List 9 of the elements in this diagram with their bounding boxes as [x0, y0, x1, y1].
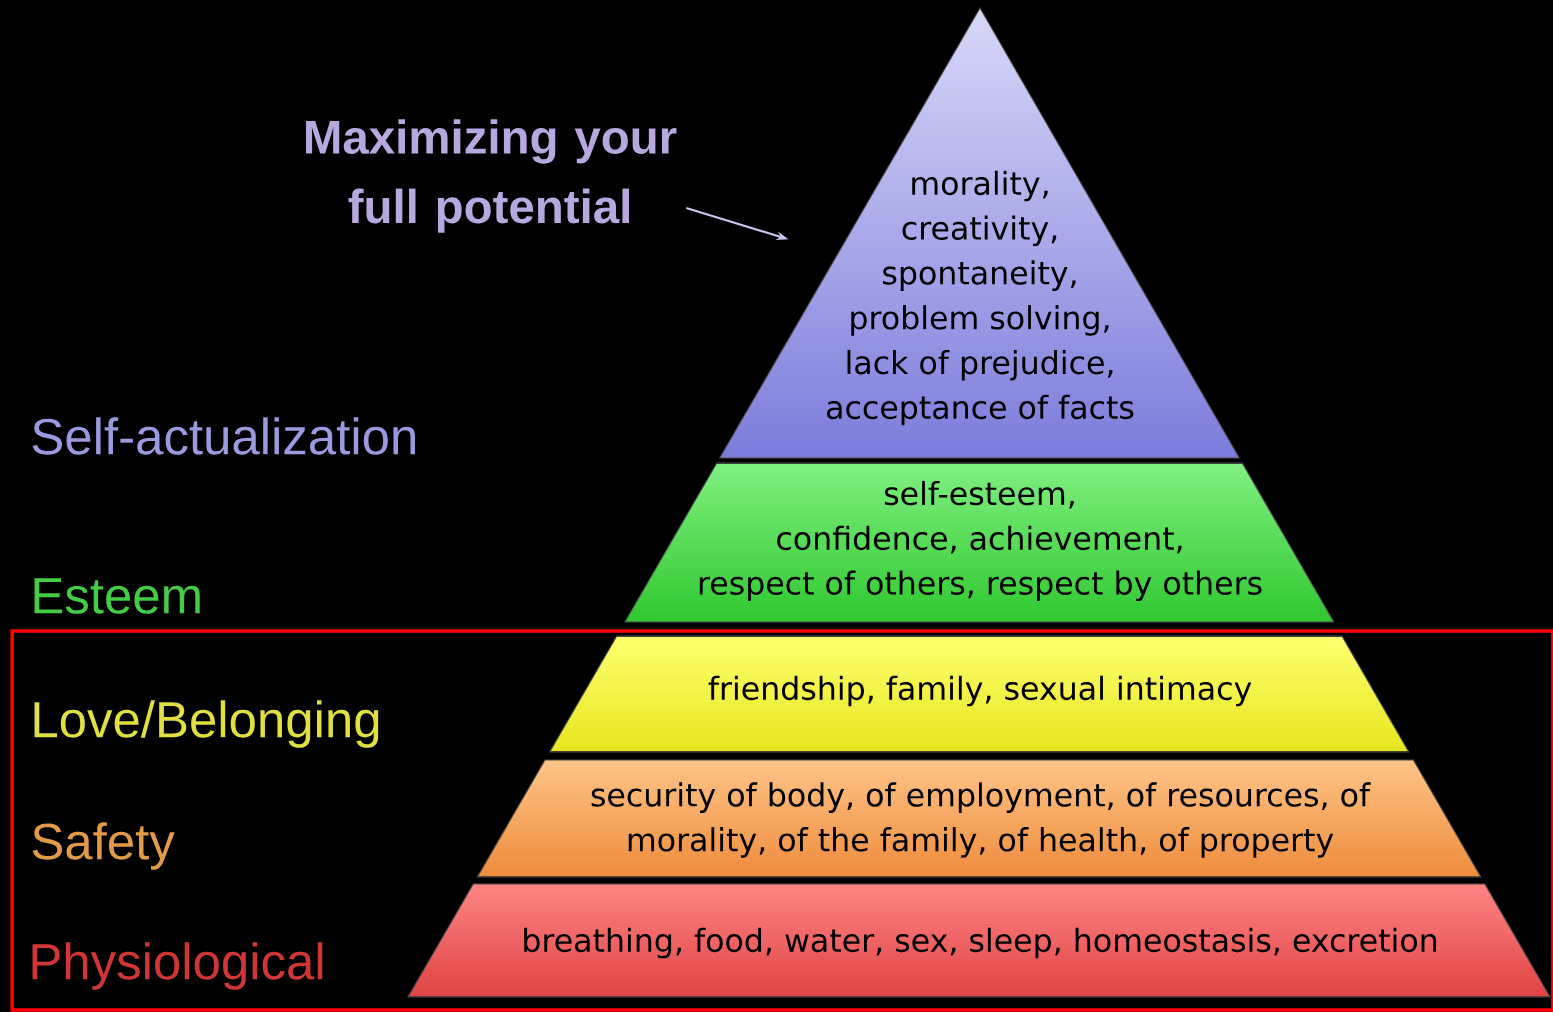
highlight-frame	[10, 629, 1553, 1012]
level-label: Esteem	[34, 578, 200, 614]
level-label: Love/Belonging	[34, 700, 379, 748]
pyramid-band: security of body, of employment, of resources, of morality, of the family, of health, of property	[476, 759, 1482, 878]
level-label: Self-actualization	[32, 417, 415, 455]
callout-text: Maximizing your full potential	[306, 119, 677, 233]
pyramid-band: breathing, food, water, sex, sleep, homeostasis, excretion	[407, 883, 1551, 998]
level-label: Safety	[32, 822, 175, 870]
level-label: Physiological	[32, 942, 323, 990]
